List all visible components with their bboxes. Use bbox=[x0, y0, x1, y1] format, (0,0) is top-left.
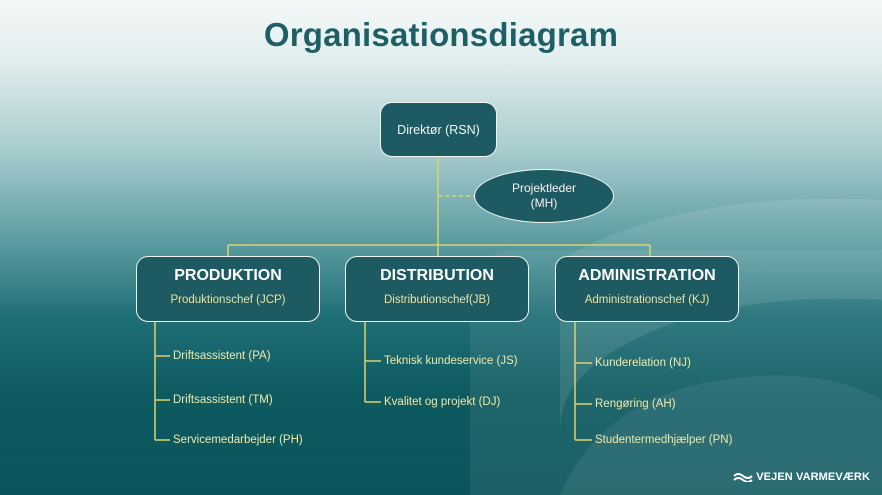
department-name: PRODUKTION bbox=[174, 267, 282, 284]
staff-label-line2: (MH) bbox=[530, 196, 558, 210]
department-chief: Produktionschef (JCP) bbox=[170, 294, 286, 306]
member-item: Servicemedarbejder (PH) bbox=[173, 434, 303, 446]
member-item: Studentermedhjælper (PN) bbox=[595, 434, 733, 446]
logo-text: VEJEN VARMEVÆRK bbox=[756, 471, 870, 483]
director-label: Direktør (RSN) bbox=[397, 122, 480, 137]
vejen-varmevaerk-logo: VEJEN VARMEVÆRK bbox=[733, 471, 870, 483]
staff-ellipse-projektleder: Projektleder (MH) bbox=[474, 169, 614, 223]
department-name: DISTRIBUTION bbox=[380, 267, 494, 284]
member-item: Kvalitet og projekt (DJ) bbox=[384, 396, 501, 408]
member-item: Teknisk kundeservice (JS) bbox=[384, 355, 518, 367]
department-chief: Distributionschef(JB) bbox=[383, 294, 491, 306]
department-box-produktion: PRODUKTION Produktionschef (JCP) bbox=[136, 256, 320, 322]
member-item: Driftsassistent (PA) bbox=[173, 350, 271, 362]
member-item: Rengøring (AH) bbox=[595, 398, 676, 410]
department-name: ADMINISTRATION bbox=[578, 267, 716, 284]
department-box-distribution: DISTRIBUTION Distributionschef(JB) bbox=[345, 256, 529, 322]
department-box-administration: ADMINISTRATION Administrationschef (KJ) bbox=[555, 256, 739, 322]
member-item: Driftsassistent (TM) bbox=[173, 394, 273, 406]
department-chief: Administrationschef (KJ) bbox=[584, 294, 710, 306]
director-box: Direktør (RSN) bbox=[380, 102, 497, 157]
staff-label-line1: Projektleder bbox=[511, 181, 577, 195]
wave-logo-icon bbox=[733, 473, 753, 482]
member-item: Kunderelation (NJ) bbox=[595, 357, 691, 369]
page-title: Organisationsdiagram bbox=[263, 16, 619, 53]
